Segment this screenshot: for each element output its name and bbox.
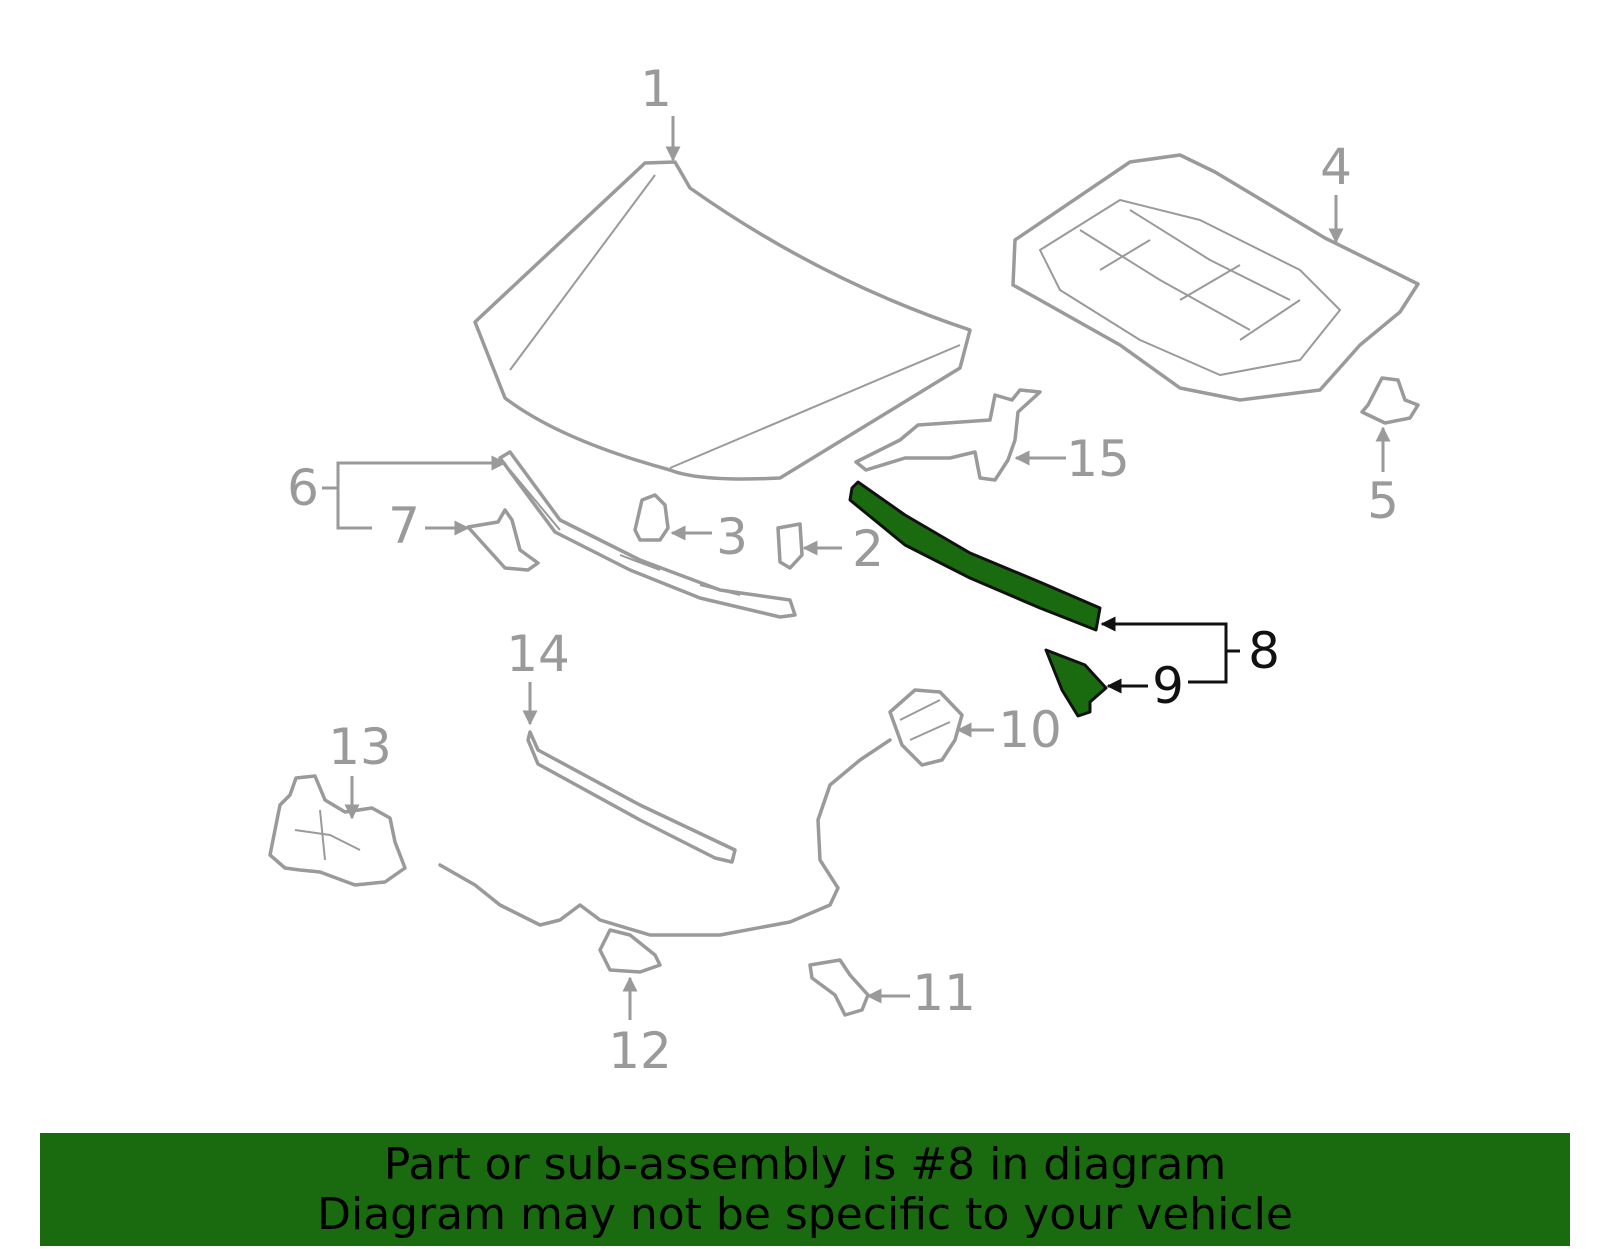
seal-end-piece: [466, 508, 540, 572]
callout-3: 3: [716, 508, 748, 566]
callout-14: 14: [506, 625, 570, 683]
hood-weatherstrip-highlighted: [848, 480, 1102, 632]
info-banner: Part or sub-assembly is #8 in diagram Di…: [40, 1133, 1570, 1246]
callout-9: 9: [1152, 657, 1184, 715]
release-cable: [438, 738, 892, 937]
weatherstrip-end-highlighted: [1044, 648, 1108, 718]
callout-11: 11: [912, 964, 976, 1022]
small-bracket: [808, 958, 870, 1017]
callout-1: 1: [640, 60, 672, 118]
bracket-part: [854, 388, 1042, 482]
callout-13: 13: [328, 718, 392, 776]
callout-8: 8: [1248, 622, 1280, 680]
hood-insulator: [1011, 153, 1420, 402]
hood-prop-rod: [526, 730, 737, 864]
hood-bumper: [633, 493, 670, 542]
callout-12: 12: [608, 1022, 672, 1080]
callout-4: 4: [1320, 138, 1352, 196]
cable-clip: [598, 928, 662, 974]
banner-line-2: Diagram may not be specific to your vehi…: [317, 1188, 1293, 1240]
callout-6-leader: [322, 455, 507, 490]
callout-6: 6: [287, 459, 319, 517]
callout-15: 15: [1066, 430, 1130, 488]
parts-diagram: 1 4 5 15 6 7 3 2: [268, 60, 1420, 1080]
release-handle: [268, 774, 407, 887]
hood-latch: [888, 688, 964, 767]
callout-7-bracket: [336, 488, 372, 530]
callout-2: 2: [852, 520, 884, 578]
callout-9-bracket: [1188, 651, 1228, 684]
callout-8-leader: [1100, 616, 1240, 653]
insulator-clip: [1360, 376, 1420, 425]
seal-clip: [776, 522, 804, 570]
callout-5: 5: [1367, 472, 1399, 530]
hood-seal: [498, 450, 797, 619]
banner-line-1: Part or sub-assembly is #8 in diagram: [383, 1138, 1227, 1190]
callout-7: 7: [388, 497, 420, 555]
callout-10: 10: [998, 701, 1062, 759]
hood-panel: [473, 160, 972, 481]
